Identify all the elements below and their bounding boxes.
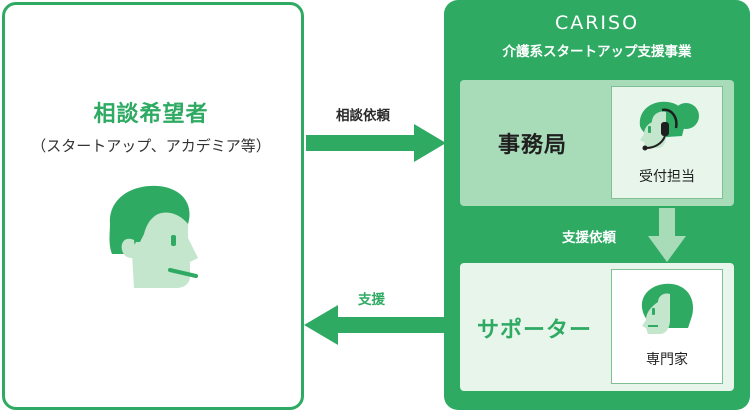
consultant-subtitle: （スタートアップ、アカデミア等）: [31, 137, 271, 155]
cariso-name: CARISO: [554, 12, 640, 34]
supporter-title: サポーター: [477, 318, 593, 343]
consultation-request-arrow: [306, 124, 446, 162]
expert-person-icon: [641, 283, 694, 334]
support-request-label: 支援依頼: [562, 230, 616, 246]
expert-label: 専門家: [646, 352, 688, 368]
consultation-request-label: 相談依頼: [336, 108, 390, 124]
office-title: 事務局: [498, 133, 568, 158]
consultant-person-icon: [109, 185, 198, 288]
receptionist-headset-icon: [639, 101, 699, 151]
support-arrow: [304, 305, 446, 345]
support-label: 支援: [358, 292, 385, 308]
cariso-tagline: 介護系スタートアップ支援事業: [502, 44, 692, 60]
support-request-arrow: [648, 208, 686, 262]
reception-label: 受付担当: [639, 169, 695, 185]
consultant-title: 相談希望者: [93, 102, 209, 127]
